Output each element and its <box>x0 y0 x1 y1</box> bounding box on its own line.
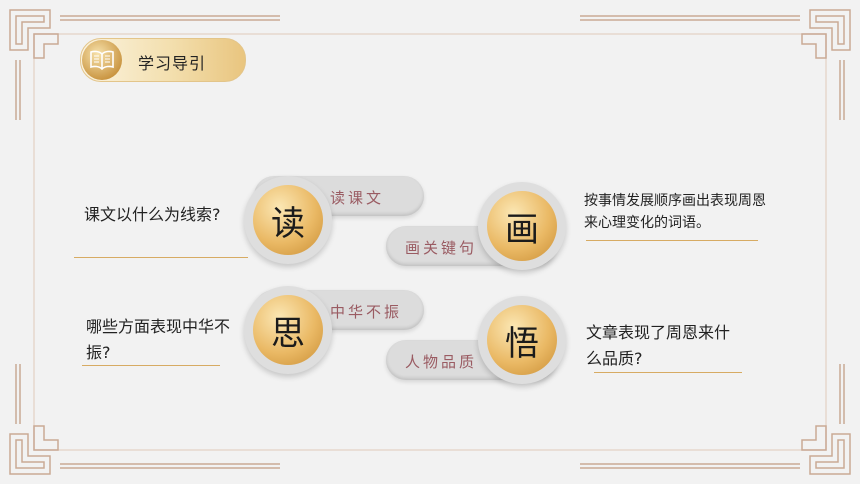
card-realize-label: 人物品质 <box>405 353 478 371</box>
card-draw-label: 画关键句 <box>405 239 478 257</box>
card-realize-char: 悟 <box>487 305 557 375</box>
card-think-label: 中华不振 <box>330 303 403 321</box>
book-icon <box>82 40 122 80</box>
question-read: 课文以什么为线索? <box>84 205 221 224</box>
question-draw: 按事情发展顺序画出表现周恩来心理变化的词语。 <box>584 193 766 231</box>
card-think-char: 思 <box>253 295 323 365</box>
page-title: 学习导引 <box>138 54 207 73</box>
underline-realize <box>594 372 742 373</box>
underline-think <box>82 365 220 366</box>
card-think-circle: 思 <box>244 286 332 374</box>
question-think: 哪些方面表现中华不振? <box>86 317 231 362</box>
card-realize-circle: 悟 <box>478 296 566 384</box>
card-read-circle: 读 <box>244 176 332 264</box>
card-read-char: 读 <box>253 185 323 255</box>
card-read-label: 读课文 <box>330 189 385 207</box>
underline-draw <box>586 240 758 241</box>
underline-read <box>74 257 248 258</box>
question-realize: 文章表现了周恩来什么品质? <box>586 323 731 368</box>
card-draw-char: 画 <box>487 191 557 261</box>
card-draw-circle: 画 <box>478 182 566 270</box>
